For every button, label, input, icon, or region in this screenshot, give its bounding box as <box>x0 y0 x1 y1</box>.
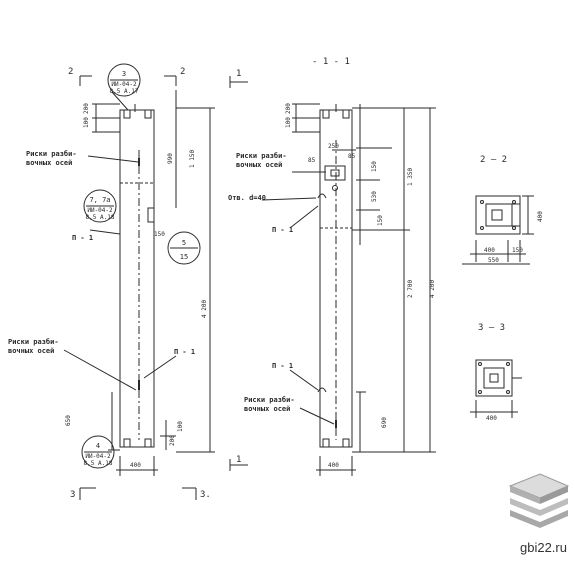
dim-100-bottom: 100 <box>177 421 184 432</box>
left-p1-label-2: П - 1 <box>174 348 195 356</box>
dim-200-bottom: 200 <box>169 435 176 446</box>
dim-250: 250 <box>328 143 339 150</box>
section-labels: 2 — 2 400 150 550 400 3 — 3 400 <box>478 155 544 422</box>
section-3-3-title: 3 — 3 <box>478 323 505 333</box>
view-mark-1-top <box>229 76 248 88</box>
node-mid-number: 7, 7а <box>89 196 110 204</box>
node-top-code: ИИ-04-2 <box>111 81 137 88</box>
sec22-dim-400-w: 400 <box>484 247 495 254</box>
node-bottom-sheet: 8,5 А.18 <box>84 460 113 467</box>
node-top-number: 3 <box>122 70 126 78</box>
dim-150-right-b: 150 <box>377 215 384 226</box>
dim-690: 690 <box>381 417 388 428</box>
dim-100-top: 100 <box>83 117 90 128</box>
section-3-left-label: 3 <box>70 490 75 500</box>
left-riski-label-4: вочных осей <box>8 347 54 355</box>
detail-callout-5 <box>167 231 201 265</box>
left-elevation <box>63 63 248 500</box>
section-1-1-title: - 1 - 1 <box>312 57 350 67</box>
right-p1-label-2: П - 1 <box>272 362 293 370</box>
right-elevation <box>261 103 436 476</box>
right-p1-label-1: П - 1 <box>272 226 293 234</box>
node-callout-mid <box>83 189 117 223</box>
view-1-label-top: 1 <box>236 69 241 79</box>
dim-1150: 1 150 <box>189 150 196 168</box>
node-bottom-code: ИИ-04-2 <box>85 453 111 460</box>
opening-label: Отв. d=40 <box>228 194 266 202</box>
left-riski-label-1: Риски разби- <box>26 150 77 158</box>
right-riski-label-4: вочных осей <box>244 405 290 413</box>
column-left-body <box>119 109 155 448</box>
dim-200-top: 200 <box>83 103 90 114</box>
dim-2700: 2 700 <box>407 280 414 298</box>
section-mark-3-left <box>79 487 96 500</box>
section-mark-3-right <box>182 487 197 500</box>
node-mid-code: ИИ-04-2 <box>87 207 113 214</box>
left-labels: 2 2 1 1 3 3. 3 ИИ-04-2 8,5 А.17 7, 7а ИИ… <box>8 67 241 500</box>
dim-150-right-a: 150 <box>371 161 378 172</box>
dim-650: 650 <box>65 415 72 426</box>
detail-5-top: 5 <box>182 239 186 247</box>
watermark-text: gbi22.ru <box>520 540 567 555</box>
dim-4200-right: 4 200 <box>429 280 436 298</box>
view-1-label-bottom: 1 <box>236 455 241 465</box>
section-2-left-label: 2 <box>68 67 73 77</box>
site-logo <box>508 473 570 528</box>
section-2-right-label: 2 <box>180 67 185 77</box>
section-2-2-title: 2 — 2 <box>480 155 507 165</box>
dim-400-right: 400 <box>328 462 339 469</box>
left-riski-label-2: вочных осей <box>26 159 72 167</box>
dim-85-b: 85 <box>348 153 356 160</box>
left-p1-label-1: П - 1 <box>72 234 93 242</box>
node-top-sheet: 8,5 А.17 <box>110 88 139 95</box>
right-labels: - 1 - 1 100 200 250 85 85 150 530 150 1 … <box>228 57 436 469</box>
node-callout-bottom <box>81 435 115 469</box>
right-riski-label-1: Риски разби- <box>236 152 287 160</box>
dim-4200-left: 4 200 <box>201 300 208 318</box>
sec22-dim-550: 550 <box>488 257 499 264</box>
sec22-dim-400-h: 400 <box>537 211 544 222</box>
section-2-2-drawing <box>462 195 534 265</box>
dim-1350: 1 350 <box>407 168 414 186</box>
dim-150: 150 <box>154 231 165 238</box>
right-riski-label-3: Риски разби- <box>244 396 295 404</box>
dim-990: 990 <box>167 153 174 164</box>
dim-200-right: 200 <box>285 103 292 114</box>
sec33-dim-400: 400 <box>486 415 497 422</box>
section-mark-2-left <box>79 75 92 86</box>
section-3-right-label: 3. <box>200 490 211 500</box>
dim-400-left: 400 <box>130 462 141 469</box>
dim-530: 530 <box>371 191 378 202</box>
detail-5-bottom: 15 <box>180 253 188 261</box>
section-mark-2-right <box>164 75 177 86</box>
sec22-dim-150: 150 <box>512 247 523 254</box>
node-callout-top <box>107 63 141 97</box>
node-bottom-number: 4 <box>96 442 100 450</box>
view-mark-1-bottom <box>229 459 248 471</box>
node-mid-sheet: 8,5 А.18 <box>86 214 115 221</box>
section-3-3-drawing <box>470 359 522 418</box>
dim-85-a: 85 <box>308 157 316 164</box>
left-riski-label-3: Риски разби- <box>8 338 59 346</box>
right-riski-label-2: вочных осей <box>236 161 282 169</box>
dim-100-right: 100 <box>285 117 292 128</box>
